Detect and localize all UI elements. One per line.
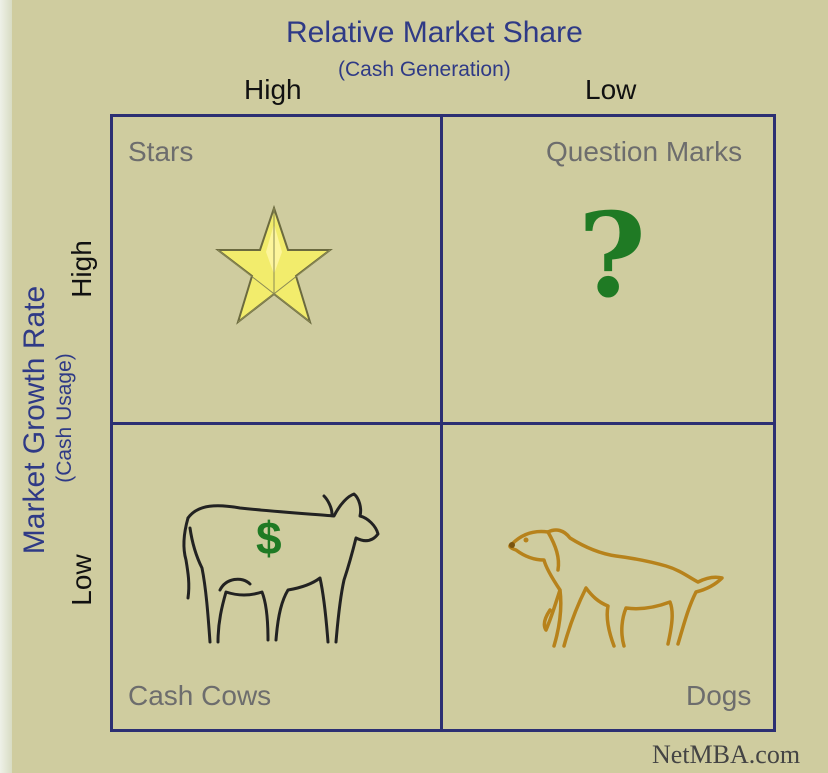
star-icon — [215, 204, 333, 325]
y-axis-low-label: Low — [66, 554, 97, 606]
quadrant-label-question-marks: Question Marks — [546, 136, 743, 167]
y-axis-subtitle: (Cash Usage) — [53, 353, 76, 483]
y-axis-high-label: High — [66, 240, 97, 298]
x-axis-high-label: High — [244, 74, 302, 105]
left-edge-strip — [0, 0, 12, 773]
cow-icon — [182, 492, 380, 644]
dollar-sign-icon: $ — [256, 512, 282, 564]
x-axis-subtitle: (Cash Generation) — [338, 58, 511, 81]
quadrant-label-dogs: Dogs — [686, 680, 752, 711]
x-axis-low-label: Low — [585, 74, 637, 105]
quadrant-label-cash-cows: Cash Cows — [128, 680, 272, 711]
dog-icon — [508, 528, 724, 648]
matrix-horizontal-divider — [110, 422, 776, 425]
x-axis-title: Relative Market Share — [286, 16, 583, 49]
question-mark-icon: ? — [578, 188, 646, 324]
y-axis-title: Market Growth Rate — [18, 285, 51, 555]
quadrant-label-stars: Stars — [128, 136, 194, 167]
watermark: NetMBA.com — [652, 740, 801, 769]
